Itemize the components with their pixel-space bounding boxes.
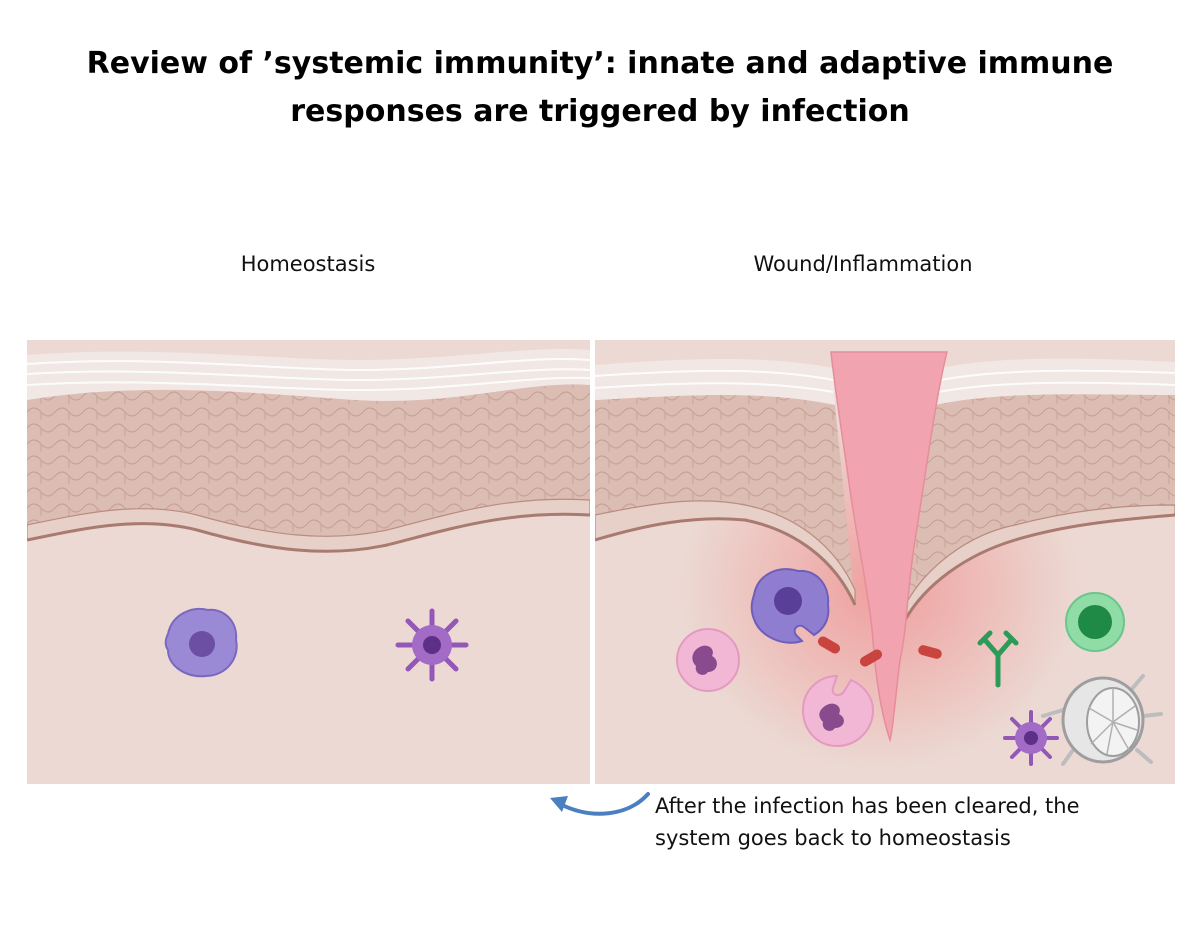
caption-line-1: After the infection has been cleared, th…	[655, 794, 1080, 818]
wound-inflammation-skin-panel	[595, 340, 1175, 784]
bacterium	[817, 636, 841, 654]
homeostasis-label: Homeostasis	[240, 252, 376, 276]
stratum-corneum-right	[935, 358, 1175, 405]
wound-inflammation-label: Wound/Inflammation	[753, 252, 973, 276]
homeostasis-skin-panel	[27, 340, 590, 784]
bacteria-group	[817, 636, 942, 667]
antibody	[977, 630, 1019, 688]
lymphocyte-cell	[1065, 592, 1125, 652]
figure-title: Review of ’systemic immunity’: innate an…	[0, 40, 1200, 136]
macrophage-cell	[164, 608, 238, 678]
dendritic-cell	[395, 608, 469, 682]
stratum-corneum-left	[595, 359, 835, 405]
title-line-1: Review of ’systemic immunity’: innate an…	[86, 46, 1114, 81]
wound-gap	[830, 351, 948, 743]
neutrophil-cell	[801, 674, 875, 748]
bacterium	[918, 645, 942, 659]
neutrophil-cell	[676, 628, 740, 692]
bacterium	[859, 649, 883, 667]
return-arrow-icon	[550, 792, 650, 816]
epidermis-left	[595, 395, 855, 605]
caption-line-2: system goes back to homeostasis	[655, 826, 1011, 850]
dendritic-cell	[1003, 710, 1059, 766]
homeostasis-return-caption: After the infection has been cleared, th…	[655, 790, 1175, 854]
epidermis-right	[905, 394, 1175, 620]
basement-membrane	[27, 512, 590, 553]
title-line-2: responses are triggered by infection	[290, 94, 910, 129]
macrophage-cell	[750, 568, 830, 644]
b-cell	[1041, 674, 1163, 766]
